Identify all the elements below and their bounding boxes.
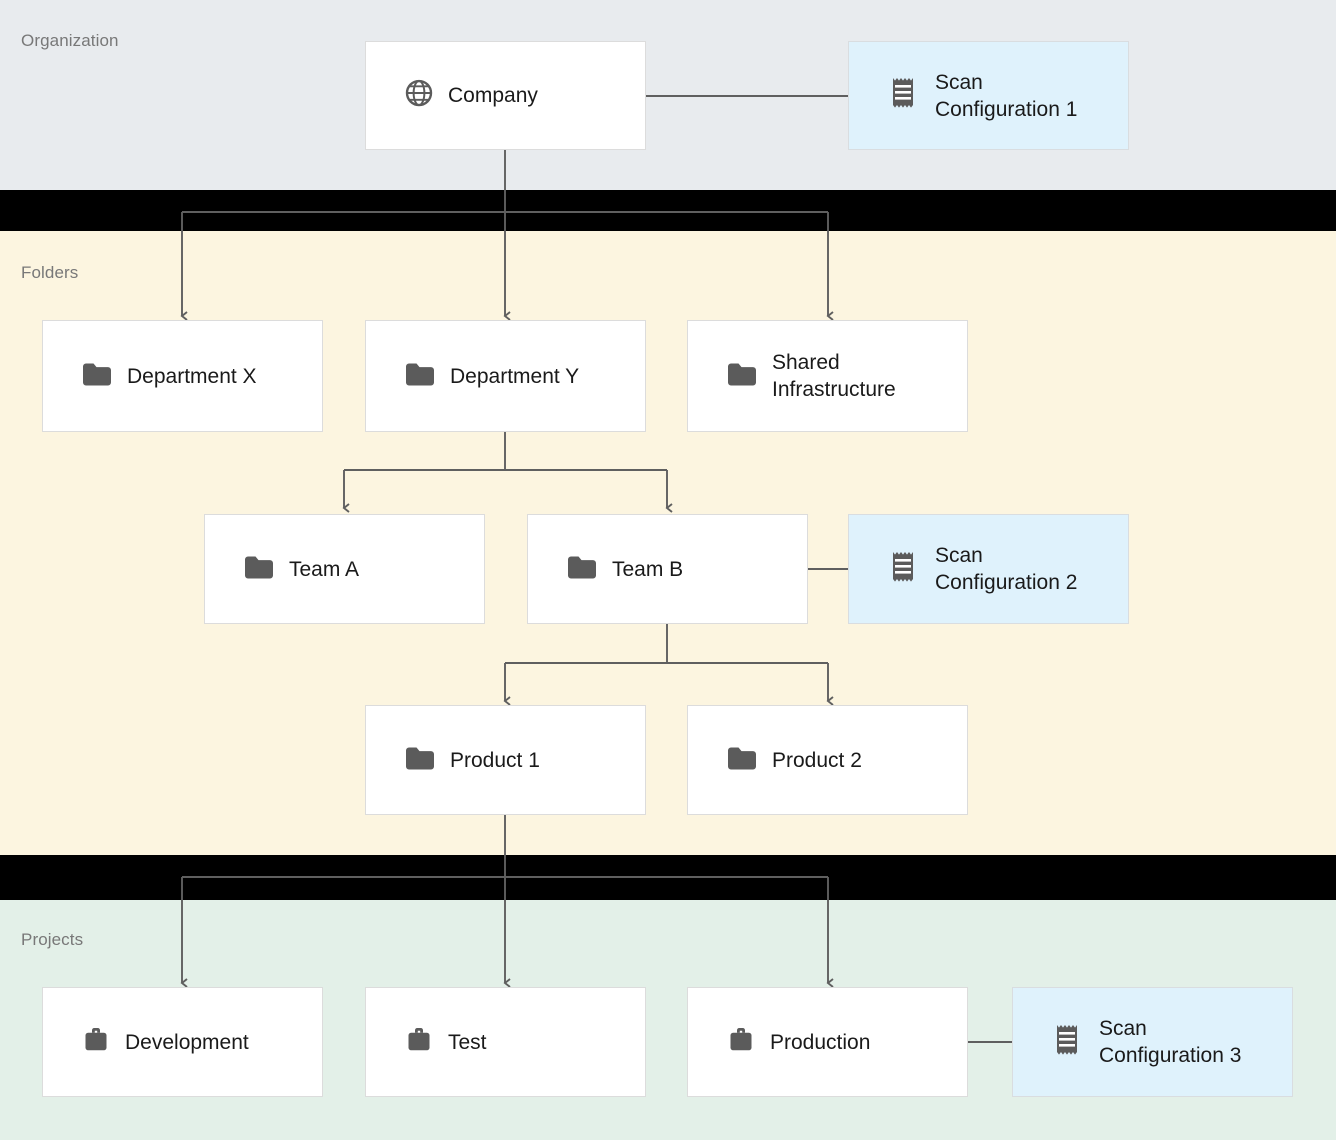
- folder-icon: [404, 745, 436, 776]
- node-label: Department X: [127, 364, 257, 388]
- node-product-2[interactable]: Product 2: [687, 705, 968, 815]
- folder-icon: [81, 361, 113, 392]
- node-label: Scan Configuration 3: [1099, 1017, 1242, 1067]
- globe-icon: [404, 78, 434, 113]
- section-label-folders: Folders: [21, 263, 79, 282]
- node-product-1[interactable]: Product 1: [365, 705, 646, 815]
- node-label: Product 1: [450, 748, 540, 772]
- folder-icon: [726, 745, 758, 776]
- folder-icon: [243, 554, 275, 585]
- node-label: Test: [448, 1030, 487, 1054]
- node-test[interactable]: Test: [365, 987, 646, 1097]
- node-production[interactable]: Production: [687, 987, 968, 1097]
- section-label-projects: Projects: [21, 930, 84, 949]
- scan-config-icon: [1051, 1023, 1083, 1062]
- section-label-organization: Organization: [21, 31, 119, 50]
- node-label: Product 2: [772, 748, 862, 772]
- node-department-x[interactable]: Department X: [42, 320, 323, 432]
- node-label: Team A: [289, 557, 360, 581]
- node-label: Scan Configuration 2: [935, 544, 1078, 594]
- briefcase-icon: [81, 1025, 111, 1060]
- node-label: Scan Configuration 1: [935, 70, 1078, 121]
- node-label: Department Y: [450, 364, 580, 388]
- divider-band-top: [0, 190, 1336, 231]
- node-development[interactable]: Development: [42, 987, 323, 1097]
- briefcase-icon: [404, 1025, 434, 1060]
- briefcase-icon: [726, 1025, 756, 1060]
- node-label: Development: [125, 1030, 249, 1054]
- node-team-a[interactable]: Team A: [204, 514, 485, 624]
- node-label: Company: [448, 84, 538, 107]
- node-company[interactable]: Company: [365, 41, 646, 150]
- scan-config-icon: [887, 550, 919, 589]
- node-scan-config-1[interactable]: Scan Configuration 1: [848, 41, 1129, 150]
- scan-config-icon: [887, 76, 919, 115]
- node-scan-config-3[interactable]: Scan Configuration 3: [1012, 987, 1293, 1097]
- node-scan-config-2[interactable]: Scan Configuration 2: [848, 514, 1129, 624]
- node-label: Team B: [612, 557, 684, 581]
- folder-icon: [404, 361, 436, 392]
- node-department-y[interactable]: Department Y: [365, 320, 646, 432]
- folder-icon: [726, 361, 758, 392]
- node-label: Production: [770, 1030, 871, 1054]
- node-shared-infrastructure[interactable]: Shared Infrastructure: [687, 320, 968, 432]
- folder-icon: [566, 554, 598, 585]
- node-label: Shared Infrastructure: [772, 351, 896, 401]
- node-team-b[interactable]: Team B: [527, 514, 808, 624]
